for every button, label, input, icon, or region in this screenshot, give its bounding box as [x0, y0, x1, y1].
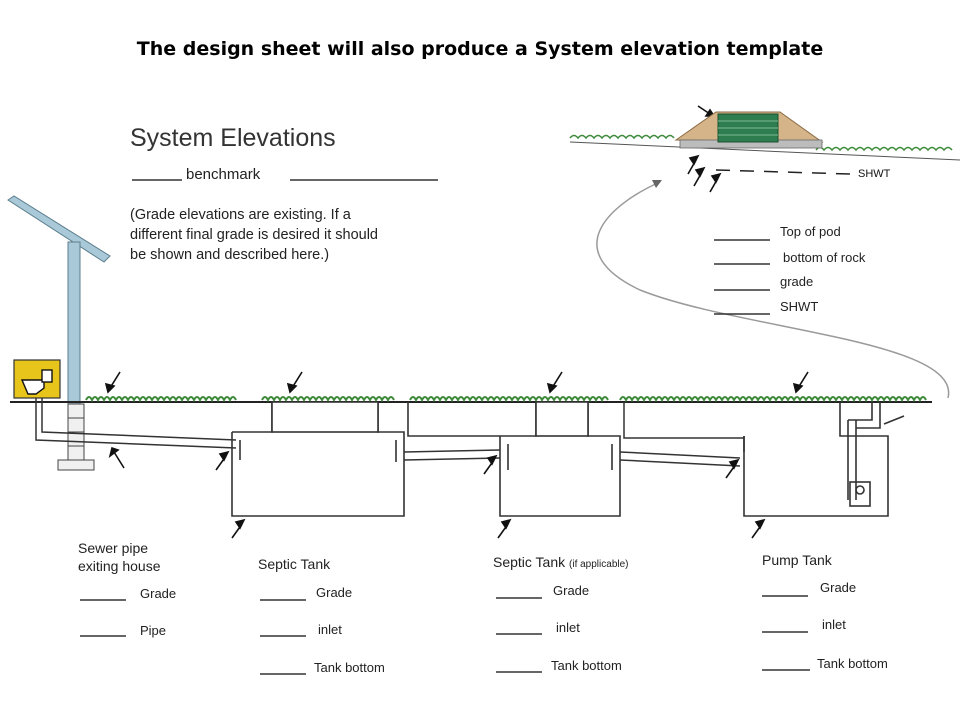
septic2-field-inlet: inlet: [556, 620, 580, 635]
house-roof: [7, 195, 111, 263]
curve-arrowhead: [652, 180, 662, 188]
benchmark-label: benchmark: [186, 166, 261, 183]
sewer-field-pipe: Pipe: [140, 623, 167, 638]
septic2-field-tank-bottom: Tank bottom: [551, 658, 622, 673]
connector-pipe-1: [403, 449, 501, 461]
grade-note-line: be shown and described here.): [130, 247, 330, 263]
pump-tank: [743, 402, 905, 517]
slide-title: The design sheet will also produce a Sys…: [136, 38, 824, 60]
section-title-line: Sewer pipe: [78, 540, 149, 556]
ground-surface: [10, 396, 932, 403]
pod-field-top-of-pod: Top of pod: [780, 224, 841, 239]
pod-field-shwt: SHWT: [780, 299, 819, 314]
connector-pipe-2: [619, 402, 744, 467]
pump-field-tank-bottom: Tank bottom: [817, 656, 888, 671]
sewer-pipe: [35, 398, 237, 449]
septic-tank-1: [231, 401, 405, 517]
septic1-field-grade: Grade: [316, 585, 353, 600]
system-elevations-heading: System Elevations: [130, 124, 336, 152]
blank-lines: [80, 179, 810, 675]
section-title-text: Septic Tank: [493, 554, 566, 570]
section-qualifier: (if applicable): [569, 559, 629, 570]
toilet-icon: [13, 359, 61, 399]
septic-tank-2: [407, 401, 621, 517]
section-title-pump-tank: Pump Tank: [762, 552, 832, 568]
section-title-line: exiting house: [78, 558, 161, 574]
grade-note: (Grade elevations are existing. If a dif…: [130, 205, 430, 265]
sewer-field-grade: Grade: [140, 586, 177, 601]
grade-note-line: (Grade elevations are existing. If a: [130, 207, 351, 223]
pointer-arrows: [104, 105, 809, 539]
house: [7, 195, 111, 471]
shwt-diagram-label: SHWT: [858, 168, 891, 180]
septic2-field-grade: Grade: [553, 583, 590, 598]
house-footing: [57, 459, 95, 471]
pod-field-grade: grade: [780, 274, 814, 289]
section-title-septic-tank-2: Septic Tank (if applicable): [493, 553, 629, 574]
septic1-field-inlet: inlet: [318, 622, 342, 637]
pump-field-grade: Grade: [820, 580, 857, 595]
grade-note-line: different final grade is desired it shou…: [130, 227, 378, 243]
section-title-septic-tank-1: Septic Tank: [258, 556, 331, 572]
septic1-field-tank-bottom: Tank bottom: [314, 660, 385, 675]
pod-diagram: [569, 111, 960, 175]
pump-to-pod-curve: [596, 181, 950, 399]
section-title-sewer-pipe: Sewer pipe exiting house: [78, 539, 161, 575]
pump-field-inlet: inlet: [822, 617, 846, 632]
shwt-line: [715, 169, 851, 175]
house-post: [67, 241, 81, 405]
pod-field-bottom-of-rock: bottom of rock: [783, 250, 866, 265]
